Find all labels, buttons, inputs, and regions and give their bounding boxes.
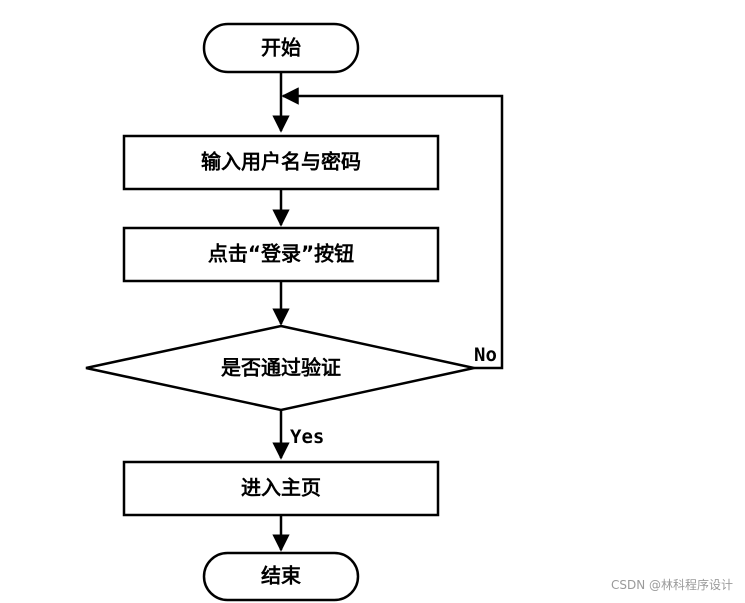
node-end-label: 结束: [261, 564, 302, 588]
node-input-shape: [122, 134, 440, 191]
edge-label-yes: Yes: [290, 426, 324, 448]
node-verify-label: 是否通过验证: [220, 356, 341, 380]
node-end-shape: [202, 551, 360, 602]
edge-verify-loop-back: [281, 87, 504, 370]
watermark: CSDN @林科程序设计: [610, 578, 733, 592]
node-home-label: 进入主页: [241, 476, 321, 500]
node-start-label: 开始: [261, 36, 301, 60]
node-home-shape: [122, 460, 440, 517]
node-click-shape: [122, 226, 440, 283]
edge-label-no: No: [474, 344, 497, 366]
node-verify-shape: [85, 324, 475, 412]
node-start-shape: [202, 22, 360, 74]
node-click-label: 点击“登录”按钮: [208, 242, 354, 266]
node-input-label: 输入用户名与密码: [201, 150, 361, 174]
